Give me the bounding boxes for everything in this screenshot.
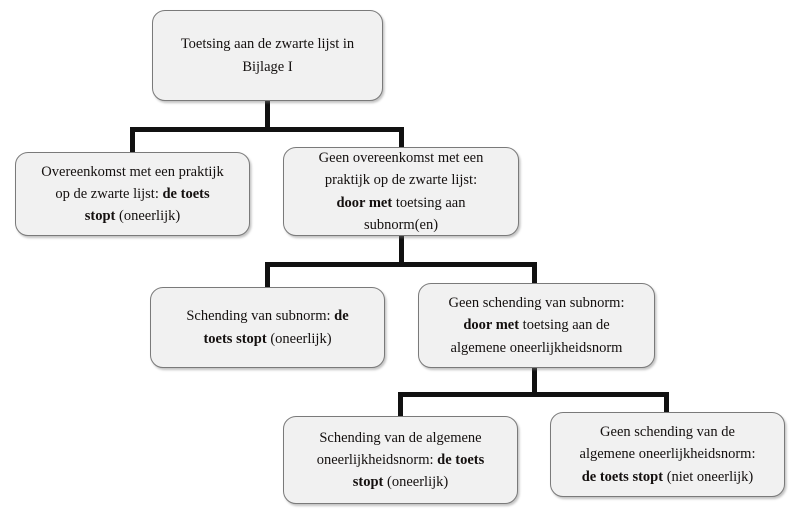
connector-to-breach-subnorm xyxy=(265,262,270,288)
connector-level2-bus xyxy=(265,262,537,267)
connector-no-breach-subnorm-stem xyxy=(532,367,537,392)
connector-to-no-breach-subnorm xyxy=(532,262,537,288)
connector-to-no-breach-general xyxy=(664,392,669,417)
connector-no-match-blacklist-stem xyxy=(399,235,404,262)
connector-level1-bus xyxy=(130,127,404,132)
connector-to-no-match-blacklist xyxy=(399,127,404,153)
connector-level3-bus xyxy=(398,392,669,397)
node-label: Geen schending van subnorm:door met toet… xyxy=(448,295,625,356)
connector-to-match-blacklist xyxy=(130,127,135,153)
connector-root-stem xyxy=(265,100,270,127)
node-geen-schending-subnorm[interactable]: Geen schending van subnorm:door met toet… xyxy=(418,283,655,368)
connector-to-breach-general xyxy=(398,392,403,417)
